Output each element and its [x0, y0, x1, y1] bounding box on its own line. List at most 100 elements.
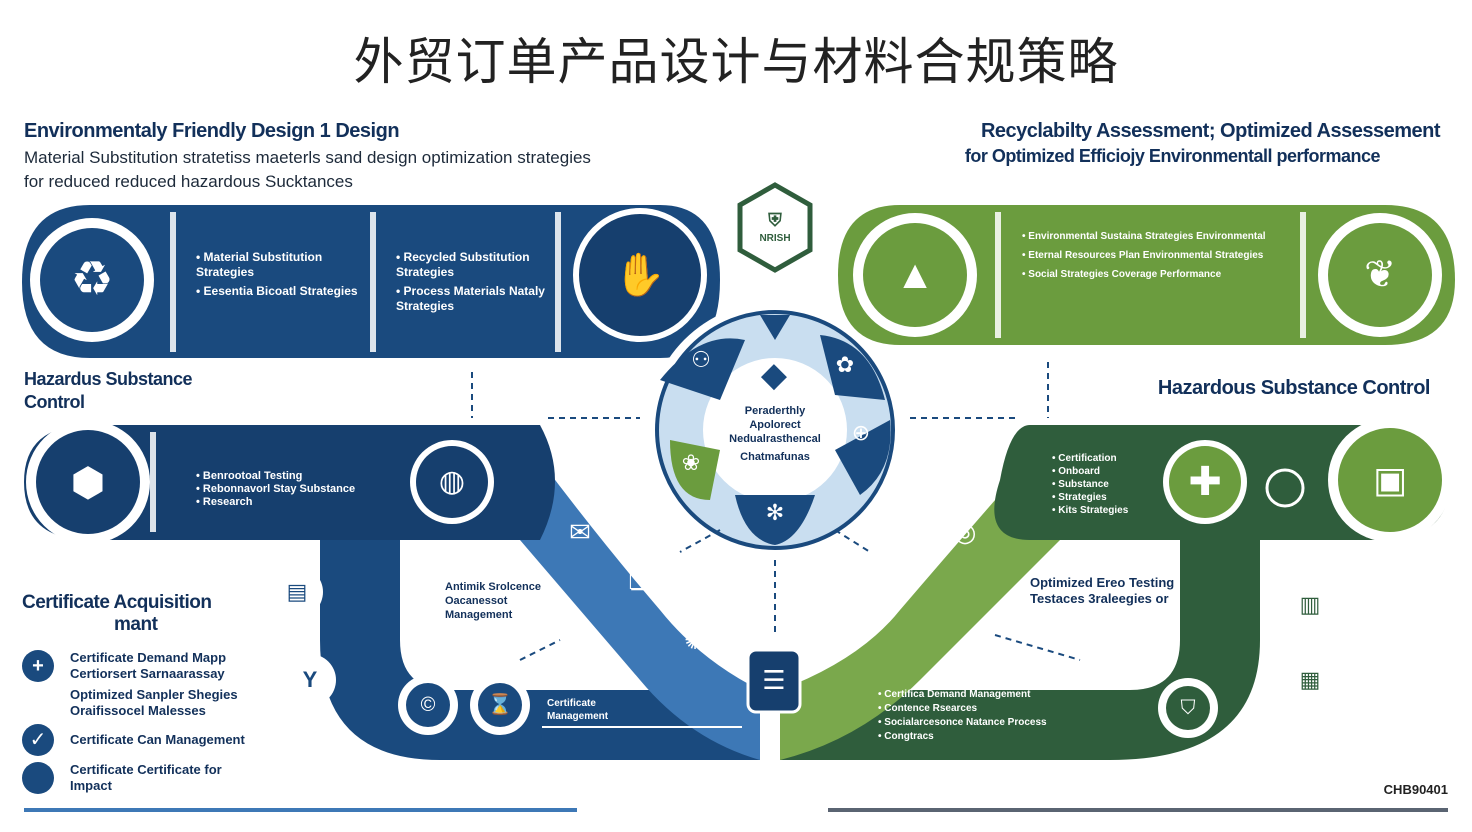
list-item: Environmental Sustaina Strategies Enviro… — [1022, 230, 1294, 243]
icon-disc — [406, 683, 450, 727]
globe-icon: ◍ — [438, 465, 466, 498]
list-item: Eesentia Bicoatl Strategies — [196, 284, 361, 299]
list-item: Social Strategies Coverage Performance — [1022, 268, 1294, 281]
shield-hexagon — [737, 182, 813, 273]
connector-lines — [471, 362, 1081, 661]
icon-disc — [40, 228, 144, 332]
server-node-icon — [746, 648, 802, 714]
icon-disc — [1328, 223, 1432, 327]
flower-icon: ✿ — [835, 352, 855, 377]
recycle-icon: ♻ — [70, 253, 114, 306]
leaf-hand-icon: ✋ — [613, 251, 667, 298]
list-item: Process Materials Nataly Strategies — [396, 284, 551, 314]
green-top-bullets: Environmental Sustaina Strategies Enviro… — [1022, 230, 1294, 281]
hub-line: Apolorect — [749, 419, 801, 431]
database-icon: ☰ — [762, 665, 786, 695]
green-loop-label1: Optimized Ereo Testing Testaces 3raleegi… — [1030, 575, 1175, 606]
map-icon: ◆ — [760, 356, 788, 394]
eco-design-heading: Environmentaly Friendly Design 1 Design — [24, 120, 400, 142]
cert-list-item: ✓ Certificate Can Management — [22, 722, 262, 758]
shield-icon: ⛨ — [768, 210, 782, 230]
hazard-right-label: Hazardous Substance Control — [1157, 377, 1431, 399]
c-circle-icon: © — [420, 694, 436, 716]
divider — [995, 212, 1001, 338]
list-item: Certifica Demand Management — [878, 688, 1118, 702]
hub-line: Chatmafunas — [740, 451, 810, 463]
hub-line: Peraderthly — [744, 405, 806, 417]
page-title: 外贸订单产品设计与材料合规策略 — [353, 33, 1119, 91]
hub-petal — [835, 420, 891, 495]
flower-icon: ❀ — [681, 450, 701, 475]
list-item: Congtracs — [878, 730, 1118, 744]
hub-text: Peraderthly Apolorect Nedualrasthencal C… — [705, 404, 845, 464]
cert-list-item: + Certificate Demand Mapp Certiorsert Sa… — [22, 648, 262, 684]
icon-disc — [1166, 686, 1210, 730]
hub-petal — [735, 495, 815, 545]
arrow-circle-icon — [1265, 468, 1305, 508]
icon-disc — [416, 446, 488, 518]
list-item: Strategies — [1052, 491, 1162, 504]
certificate-icon: ✉ — [569, 517, 591, 547]
icon-disc — [36, 430, 140, 534]
circle-icon — [22, 762, 54, 794]
divider — [370, 212, 376, 352]
icon-ring — [1284, 654, 1336, 706]
check-icon: ✓ — [22, 724, 54, 756]
list-item: Substance — [1052, 478, 1162, 491]
cert-list-item: Certificate Certificate for Impact — [22, 758, 262, 798]
cert-title: Certificate Acquisition mant — [22, 592, 262, 636]
list-item: Rebonnavorl Stay Substance — [196, 483, 386, 496]
list-item: Onboard — [1052, 465, 1162, 478]
medical-cross-icon: ✚ — [1188, 460, 1222, 504]
icon-ring — [284, 654, 336, 706]
network-icon: ⚇ — [691, 347, 711, 372]
eco-design-line2: for reduced reduced hazardous Sucktances — [24, 172, 353, 191]
hub-line: Nedualrasthencal — [729, 433, 821, 445]
cert-list-item: Optimized Sanpler Shegies Oraifissocel M… — [22, 684, 262, 722]
blue-ramp — [520, 460, 760, 760]
tree-icon: ▲ — [895, 253, 935, 297]
cert-item-text: Certificate Certificate for Impact — [70, 762, 222, 793]
icon-disc — [1169, 446, 1241, 518]
list-item: Contence Rsearces — [878, 702, 1118, 716]
list-item: Recycled Substitution Strategies — [396, 250, 551, 280]
blue-mid-bullets: Benrootoal Testing Rebonnavorl Stay Subs… — [196, 470, 386, 509]
document-stack-icon: ▣ — [1372, 459, 1407, 500]
cert-list: + Certificate Demand Mapp Certiorsert Sa… — [22, 648, 262, 798]
eco-design-line1: Material Substitution stratetiss maeterl… — [24, 148, 591, 167]
hub-petal — [660, 338, 745, 400]
recyclability-heading: Recyclabilty Assessment; Optimized Asses… — [980, 120, 1441, 142]
badge-icon: ✺ — [684, 625, 706, 655]
blue-loop-label1: Antimik Srolcence Oacanessot Management — [445, 581, 541, 621]
list-item: Socialarcesonce Natance Process — [878, 716, 1118, 730]
document-code: CHB90401 — [1383, 782, 1448, 797]
divider — [555, 212, 561, 352]
hub-petal — [820, 335, 885, 400]
clipboard-icon: ▤ — [286, 579, 308, 604]
grid-icon: ▦ — [1299, 667, 1321, 692]
blue-top-col1: Material Substitution Strategies Eesenti… — [196, 250, 361, 299]
cert-item-text: Optimized Sanpler Shegies Oraifissocel M… — [70, 687, 238, 718]
hazard-left-label: Hazardus Substance Control — [24, 369, 193, 412]
shield-person-icon: ⛉ — [1180, 697, 1196, 719]
globe-icon: ⊕ — [851, 420, 871, 445]
icon-disc — [1338, 428, 1442, 532]
hub-petal — [670, 440, 720, 500]
footer-line-blue — [24, 808, 577, 812]
person-icon: ◎ — [953, 517, 977, 547]
hub-arrow — [760, 315, 790, 340]
icon-disc — [478, 683, 522, 727]
cabinet-icon: ▥ — [1299, 592, 1321, 617]
green-ramp — [780, 460, 1060, 760]
hub-center — [703, 358, 847, 502]
divider — [1300, 212, 1306, 338]
y-letter-icon: Y — [302, 667, 318, 692]
arrow-line — [542, 726, 742, 728]
shirt-icon: ▼ — [882, 570, 908, 600]
cert-item-text: Certificate Can Management — [70, 732, 245, 747]
icon-ring — [1284, 579, 1336, 631]
shirt-icon: ▾ — [833, 630, 847, 660]
list-item: Certification — [1052, 452, 1162, 465]
cert-title-line2: mant — [114, 614, 158, 635]
